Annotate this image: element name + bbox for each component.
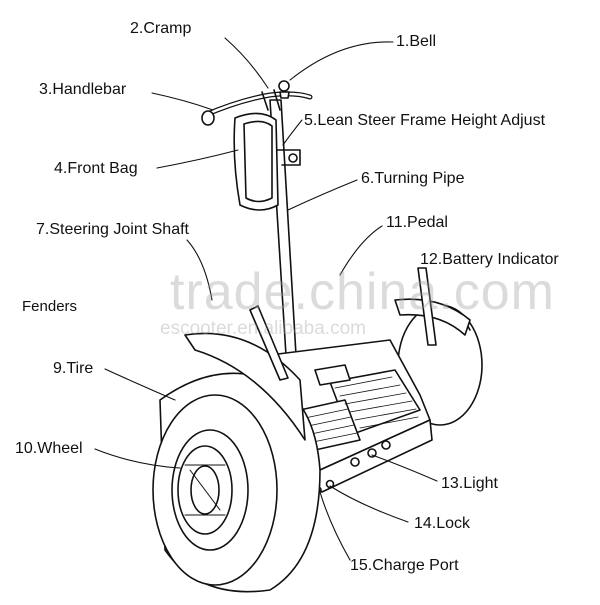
rear-fender [394,267,471,346]
label-lean-steer: 5.Lean Steer Frame Height Adjust [304,112,546,129]
label-steering-joint: 7.Steering Joint Shaft [36,221,189,238]
front-fender [184,305,306,441]
label-fenders: Fenders [22,298,78,315]
leader-bell [289,41,394,81]
leader-lines [94,37,438,561]
leader-light [371,454,438,482]
leader-lock [329,485,409,523]
leader-tire [104,368,176,401]
front-bag [233,112,279,211]
label-wheel: 10.Wheel [15,440,83,457]
watermark-sub: escooter.en.alibaba.com [160,318,366,339]
label-light: 13.Light [441,475,498,492]
light-set [314,440,391,494]
leader-turning-pipe [287,179,358,211]
leader-pedal [339,225,383,276]
watermark-main: trade.china.com [170,263,555,321]
label-cramp: 2.Cramp [130,20,192,37]
handlebar [201,80,313,126]
leader-front-bag [156,149,239,169]
leader-wheel [94,448,181,469]
front-wheel [152,372,321,593]
label-battery-indicator: 12.Battery Indicator [420,251,559,268]
leader-charge-port [319,491,351,561]
label-tire: 9.Tire [53,360,94,377]
label-charge-port: 15.Charge Port [350,557,459,574]
label-handlebar: 3.Handlebar [39,81,127,98]
label-bell: 1.Bell [396,33,437,50]
label-lock: 14.Lock [414,515,471,532]
label-turning-pipe: 6.Turning Pipe [361,170,465,187]
label-pedal: 11.Pedal [386,214,448,231]
leader-cramp [224,37,269,89]
label-front-bag: 4.Front Bag [54,160,138,177]
leader-steering-joint [186,239,213,301]
leader-lean-steer [282,119,303,146]
leader-handlebar [151,92,214,111]
